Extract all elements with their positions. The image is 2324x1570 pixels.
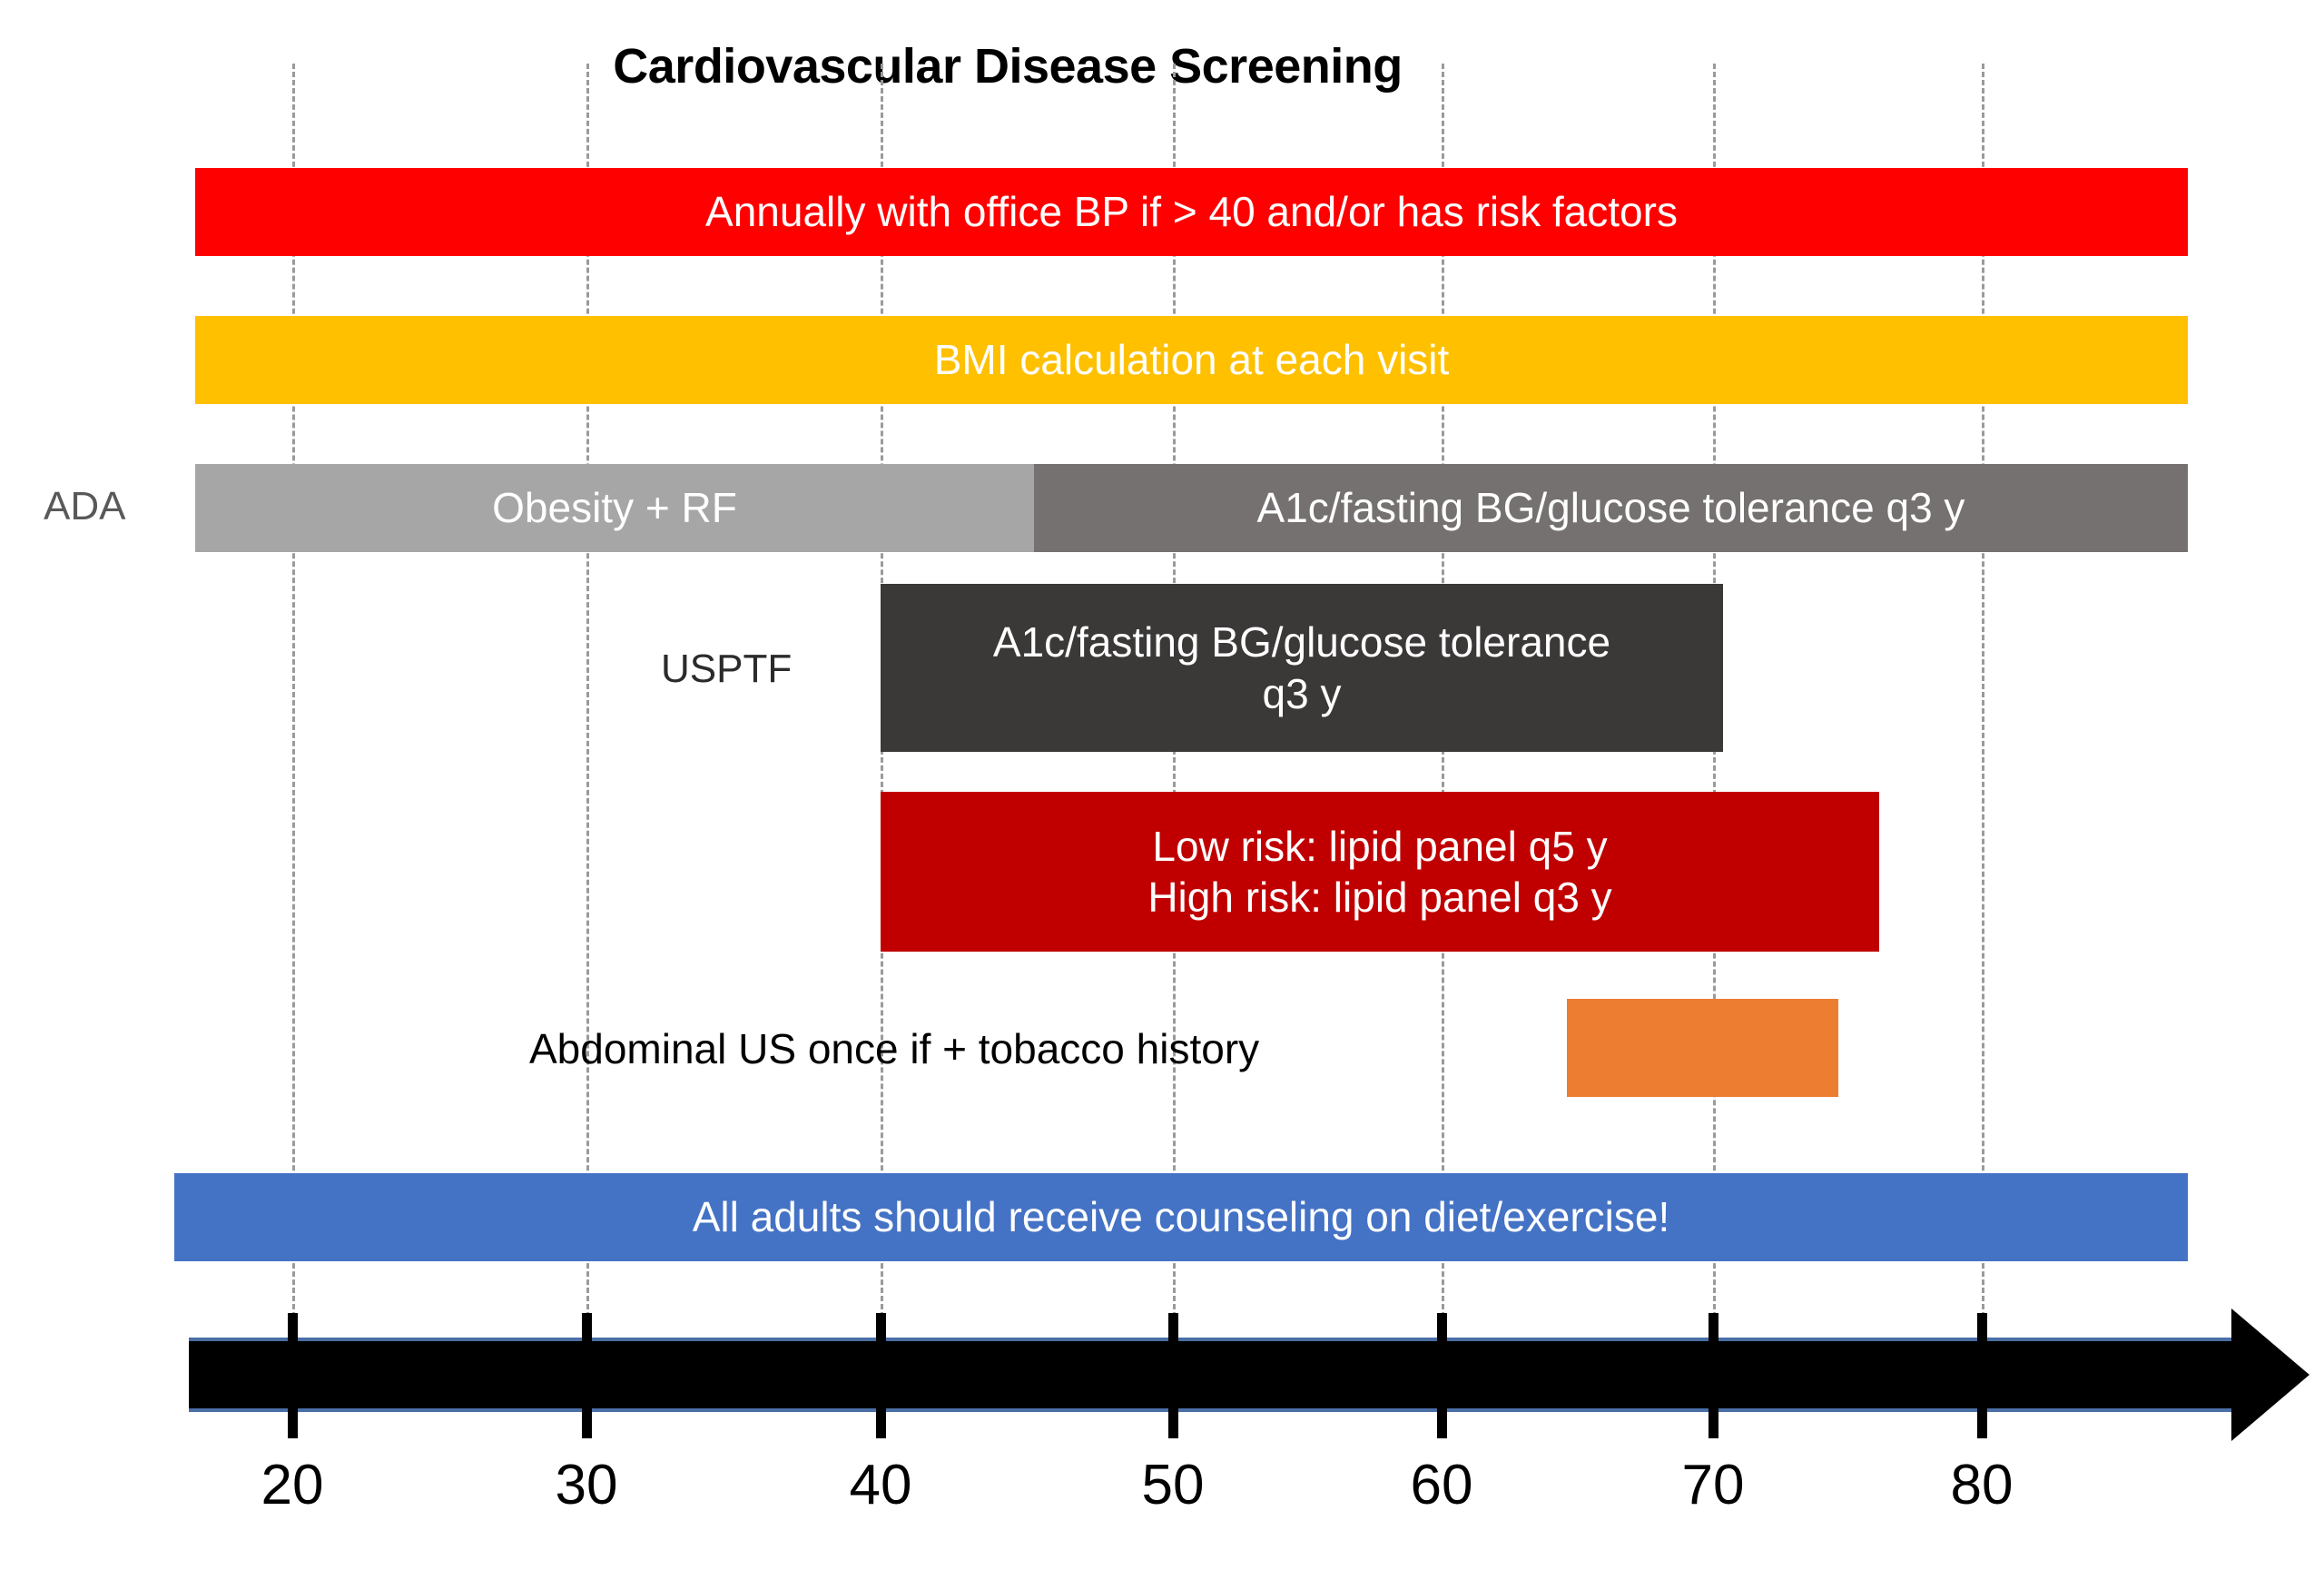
gridline-30 <box>586 64 589 1326</box>
axis-tick-20 <box>288 1313 298 1438</box>
ada-label: ADA <box>44 484 126 528</box>
axis-tick-label-50: 50 <box>1141 1454 1205 1516</box>
gridline-20 <box>292 64 295 1326</box>
bar-lipid-line-2: High risk: lipid panel q3 y <box>1147 874 1612 921</box>
axis-tick-60 <box>1437 1313 1447 1438</box>
axis-tick-label-20: 20 <box>261 1454 324 1516</box>
bar-ada-glucose-screening[interactable]: A1c/fasting BG/glucose tolerance q3 y <box>1034 464 2188 552</box>
bar-usptf-glucose-line-1: A1c/fasting BG/glucose tolerance <box>992 618 1611 667</box>
bar-blood-pressure-screening[interactable]: Annually with office BP if > 40 and/or h… <box>195 168 2188 256</box>
bar-abdominal-ultrasound[interactable] <box>1567 999 1838 1097</box>
bar-obesity-risk-factors[interactable]: Obesity + RF <box>195 464 1034 552</box>
axis-arrowhead-icon <box>2231 1308 2309 1441</box>
bar-usptf-glucose-line-2: q3 y <box>1262 669 1342 717</box>
axis-tick-50 <box>1168 1313 1178 1438</box>
axis-tick-label-40: 40 <box>849 1454 912 1516</box>
axis-shaft <box>189 1338 2236 1412</box>
bar-diet-exercise-counseling[interactable]: All adults should receive counseling on … <box>174 1173 2188 1261</box>
axis-tick-label-60: 60 <box>1410 1454 1473 1516</box>
abdominal-us-label: Abdominal US once if + tobacco history <box>529 1025 1260 1072</box>
usptf-label: USPTF <box>661 647 793 691</box>
axis-tick-80 <box>1977 1313 1987 1438</box>
axis-tick-40 <box>876 1313 886 1438</box>
axis-tick-label-30: 30 <box>555 1454 618 1516</box>
axis-tick-label-80: 80 <box>1950 1454 2014 1516</box>
bar-lipid-line-1: Low risk: lipid panel q5 y <box>1152 822 1608 870</box>
gridline-80 <box>1982 64 1984 1326</box>
axis-tick-label-70: 70 <box>1681 1454 1745 1516</box>
bar-usptf-glucose-screening[interactable]: A1c/fasting BG/glucose tolerance q3 y <box>881 584 1723 752</box>
axis-tick-70 <box>1709 1313 1718 1438</box>
bar-bmi-calculation[interactable]: BMI calculation at each visit <box>195 316 2188 404</box>
bar-lipid-panel-screening[interactable]: Low risk: lipid panel q5 y High risk: li… <box>881 792 1879 952</box>
age-axis-arrow <box>189 1308 2309 1441</box>
page-title: Cardiovascular Disease Screening <box>613 39 1403 94</box>
axis-tick-30 <box>582 1313 592 1438</box>
